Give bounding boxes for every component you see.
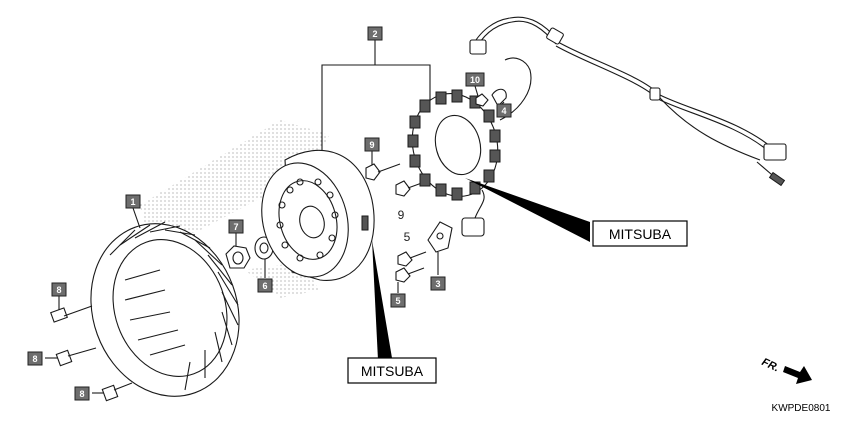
svg-text:8: 8 [79,389,84,399]
label-5-plain: 5 [404,230,411,244]
callout-9: 9 [364,137,380,152]
group-bracket [321,64,431,150]
callout-10: 10 [465,72,485,87]
callout-2: 2 [367,26,383,41]
bolt-9-a [365,151,401,181]
pulser-coil [461,189,485,237]
bolt-5-a [397,251,427,267]
front-arrow-icon [783,366,812,384]
front-direction-indicator: FR. [760,356,812,384]
stator [407,89,501,201]
flange-nut-7 [225,233,251,269]
label-9-plain: 9 [398,208,405,222]
svg-text:1: 1 [130,197,135,207]
brand-label-bottom: MITSUBA [347,357,437,384]
callout-8-c: 8 [74,386,90,401]
callout-8-b: 8 [27,351,43,366]
svg-text:MITSUBA: MITSUBA [361,363,424,379]
pointer-wedge-bottom [372,240,392,360]
bolt-10 [474,85,489,107]
projection-shading-upper [140,120,330,250]
svg-text:6: 6 [262,281,267,291]
svg-text:8: 8 [32,354,37,364]
callout-1: 1 [125,194,141,209]
callout-8-a: 8 [51,282,67,297]
callout-5: 5 [390,293,406,308]
pulser-bracket-3 [427,221,453,275]
callout-3: 3 [430,276,446,291]
bolt-8-c [92,382,133,402]
flywheel [261,149,375,281]
svg-text:2: 2 [372,29,377,39]
svg-text:4: 4 [501,106,506,116]
pointer-wedge-right [465,178,590,242]
diagram-code: KWPDE0801 [772,403,831,414]
wire-clamp-4 [491,88,507,107]
callout-4: 4 [496,103,512,118]
bolt-5-b [395,267,425,293]
callout-7: 7 [228,219,244,234]
brand-label-right: MITSUBA [592,220,688,247]
svg-text:MITSUBA: MITSUBA [609,226,672,242]
bolt-8-b [45,347,97,367]
svg-text:3: 3 [435,279,440,289]
wire-harness [469,16,787,187]
svg-text:7: 7 [233,222,238,232]
bolt-8-a [50,296,93,323]
leader-1 [132,207,141,229]
svg-text:10: 10 [470,75,480,85]
front-label: FR. [760,356,781,374]
svg-text:9: 9 [369,140,374,150]
callout-6: 6 [257,278,273,293]
fan-cover [90,221,240,397]
svg-text:5: 5 [395,296,400,306]
svg-text:8: 8 [56,285,61,295]
